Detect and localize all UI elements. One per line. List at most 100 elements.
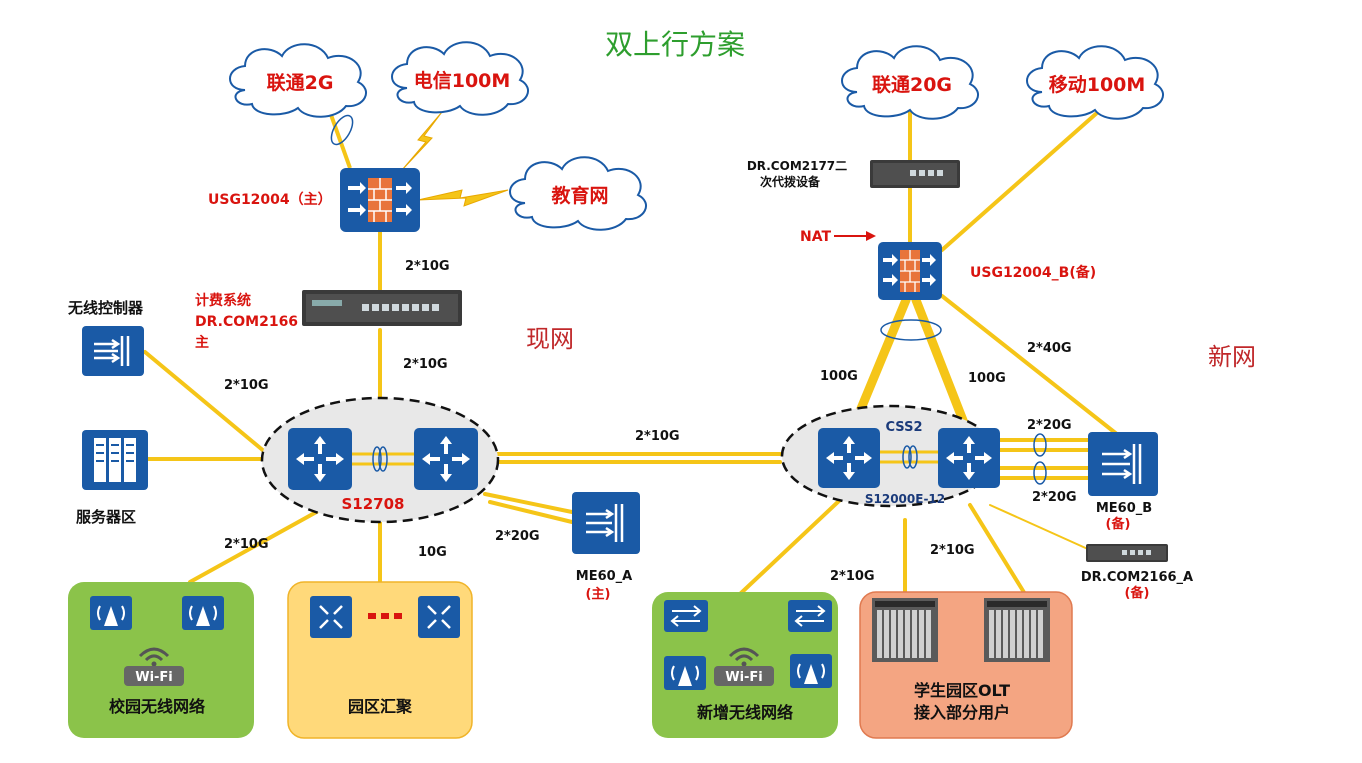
zone-label-campus-wifi: 校园无线网络 xyxy=(109,697,205,716)
label-drcom2166a-1: DR.COM2166_A xyxy=(1081,570,1193,585)
link-label-css-me60b-bottom: 2*20G xyxy=(1032,490,1077,505)
wifi-badge-text: Wi-Fi xyxy=(725,670,763,685)
link-wlc-core xyxy=(143,350,267,454)
label-nat: NAT xyxy=(800,229,831,245)
switch-icon xyxy=(664,600,708,632)
link-css-olt-2 xyxy=(968,503,1027,596)
link-label-css-new-wifi: 2*10G xyxy=(830,569,875,584)
olt-chassis-icon xyxy=(872,598,938,662)
link-label-core-core: 2*10G xyxy=(635,429,680,444)
zone-label-aggregation: 园区汇聚 xyxy=(348,697,413,716)
section-label-existing: 现网 xyxy=(526,325,574,353)
link-mobile-usgb xyxy=(940,110,1100,252)
label-s12708: S12708 xyxy=(342,495,405,513)
router-icon xyxy=(296,436,344,482)
link-label-core-campus-wifi: 2*10G xyxy=(224,537,269,552)
switch-icon xyxy=(788,600,832,632)
cloud-label: 移动100M xyxy=(1049,73,1146,96)
link-aggregation-ring-me60b-bottom xyxy=(1033,461,1047,485)
zone-aggregation[interactable]: 园区汇聚 xyxy=(287,581,473,739)
cloud-label: 联通20G xyxy=(872,74,952,96)
link-label-core-aggregation: 10G xyxy=(418,545,447,560)
link-aggregation-ring-unicom xyxy=(330,114,354,146)
stack-link-icon xyxy=(902,445,918,469)
bras-me60-b[interactable] xyxy=(1088,432,1158,496)
nat-arrow-icon xyxy=(834,231,876,241)
label-me60a-2: (主) xyxy=(586,586,611,602)
label-drcom2177-2: 次代拨设备 xyxy=(760,174,821,189)
zone-label-olt-1: 学生园区OLT xyxy=(914,681,1010,700)
lightning-telecom xyxy=(401,111,443,171)
cloud-unicom-2g: 联通2G xyxy=(229,43,368,118)
zone-label-olt-2: 接入部分用户 xyxy=(914,703,1010,722)
label-me60a-1: ME60_A xyxy=(576,569,632,584)
link-core-me60a-1 xyxy=(483,492,574,514)
router-icon xyxy=(826,436,872,480)
cloud-telecom-100m: 电信100M xyxy=(391,41,530,116)
zone-label-new-wifi: 新增无线网络 xyxy=(697,703,793,722)
wifi-icon: Wi-Fi xyxy=(124,647,184,686)
label-billing-1: 计费系统 xyxy=(195,292,251,309)
link-css-new-wifi xyxy=(738,498,842,596)
label-usg-main: USG12004（主） xyxy=(208,191,332,208)
label-wireless-controller: 无线控制器 xyxy=(67,299,144,317)
link-core-campus-wifi xyxy=(188,508,322,584)
link-usgb-me60b xyxy=(940,294,1120,437)
lightning-edu xyxy=(417,189,509,207)
bras-icon xyxy=(586,504,624,542)
zone-olt[interactable]: 学生园区OLT 接入部分用户 xyxy=(859,591,1073,739)
cloud-edu-net: 教育网 xyxy=(509,156,648,231)
ac-controller-icon xyxy=(94,336,130,366)
label-server-zone: 服务器区 xyxy=(76,508,136,526)
link-aggregation-ring-usgb xyxy=(880,319,942,341)
cloud-label: 联通2G xyxy=(267,72,334,94)
label-billing-2: DR.COM2166 xyxy=(195,314,298,330)
router-icon xyxy=(422,436,470,482)
cloud-mobile-100m: 移动100M xyxy=(1026,45,1165,120)
zone-campus-wifi[interactable]: Wi-Fi 校园无线网络 xyxy=(68,582,254,738)
core-switch-s12708-right[interactable] xyxy=(414,428,478,490)
firewall-usg-main[interactable] xyxy=(340,168,420,232)
core-switch-s12000-right[interactable] xyxy=(938,428,1000,488)
wireless-controller[interactable] xyxy=(82,326,144,376)
access-point-icon xyxy=(182,596,224,630)
link-label-billing-core: 2*10G xyxy=(403,357,448,372)
wifi-badge-text: Wi-Fi xyxy=(135,670,173,685)
wifi-icon: Wi-Fi xyxy=(714,647,774,686)
link-label-css-me60b-top: 2*20G xyxy=(1027,418,1072,433)
label-me60b-1: ME60_B xyxy=(1096,501,1152,516)
link-label-usgb-me60b: 2*40G xyxy=(1027,341,1072,356)
link-label-usg-billing: 2*10G xyxy=(405,259,450,274)
zone-new-wifi[interactable]: Wi-Fi 新增无线网络 xyxy=(652,592,838,738)
core-switch-s12708-left[interactable] xyxy=(288,428,352,490)
label-css2: CSS2 xyxy=(886,420,923,435)
link-core-me60a-2 xyxy=(488,500,574,524)
aggregation-switch-icon xyxy=(418,596,460,638)
ellipsis-icon xyxy=(368,613,402,619)
server-drcom2166-a[interactable] xyxy=(1086,544,1168,562)
label-drcom2166a-2: (备) xyxy=(1125,585,1150,601)
diagram-title: 双上行方案 xyxy=(605,28,745,61)
link-label-usgb-css-left: 100G xyxy=(820,369,858,384)
server-zone[interactable] xyxy=(82,430,148,490)
core-switch-s12000-left[interactable] xyxy=(818,428,880,488)
aggregation-switch-icon xyxy=(310,596,352,638)
bras-me60-a[interactable] xyxy=(572,492,640,554)
link-label-usgb-css-right: 100G xyxy=(968,371,1006,386)
cloud-label: 教育网 xyxy=(551,184,608,207)
firewall-usg-backup[interactable] xyxy=(878,242,942,300)
link-aggregation-ring-me60b-top xyxy=(1033,433,1047,457)
access-point-icon xyxy=(90,596,132,630)
access-point-icon xyxy=(790,654,832,688)
link-label-css-olt: 2*10G xyxy=(930,543,975,558)
access-point-icon xyxy=(664,656,706,690)
firewall-icon xyxy=(348,178,412,222)
label-s12000: S12000E-12 xyxy=(865,492,945,506)
section-label-new: 新网 xyxy=(1208,343,1256,371)
server-billing-drcom2166[interactable] xyxy=(302,290,462,326)
cloud-unicom-20g: 联通20G xyxy=(841,45,980,120)
link-css-drcom2166a xyxy=(989,504,1091,551)
device-drcom2177[interactable] xyxy=(870,160,960,188)
firewall-icon xyxy=(883,250,936,292)
